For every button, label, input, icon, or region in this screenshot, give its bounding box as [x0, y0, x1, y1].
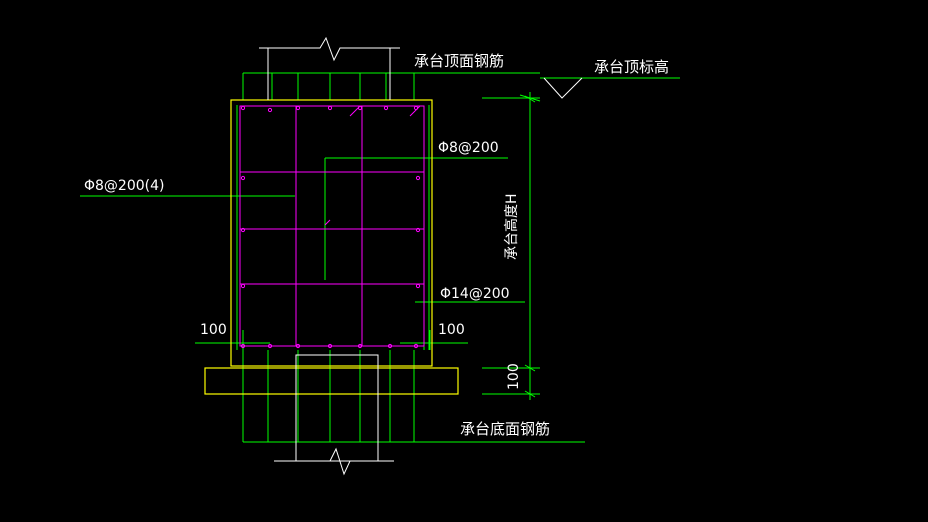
elevation-marker — [543, 77, 583, 99]
column-frames — [259, 36, 400, 476]
label-stirrup-left: Φ8@200(4) — [84, 178, 164, 194]
label-main-bar: Φ14@200 — [440, 286, 510, 302]
label-height: 承台高度H — [503, 193, 520, 260]
label-top-elevation: 承台顶标高 — [594, 58, 669, 76]
green-linework — [80, 72, 680, 443]
label-dim-left: 100 — [200, 322, 227, 338]
label-dim-bottom: 100 — [506, 363, 522, 390]
label-dim-right: 100 — [438, 322, 465, 338]
label-stirrup-right: Φ8@200 — [438, 140, 499, 156]
label-top-rebar: 承台顶面钢筋 — [414, 52, 504, 70]
rebar-points-bottom — [240, 343, 419, 349]
rebar-points-top — [240, 105, 419, 113]
rebar-cage — [239, 105, 425, 349]
rebar-points-sides — [240, 175, 421, 289]
label-bottom-rebar: 承台底面钢筋 — [460, 420, 550, 438]
pile-cap-outline — [204, 99, 459, 395]
